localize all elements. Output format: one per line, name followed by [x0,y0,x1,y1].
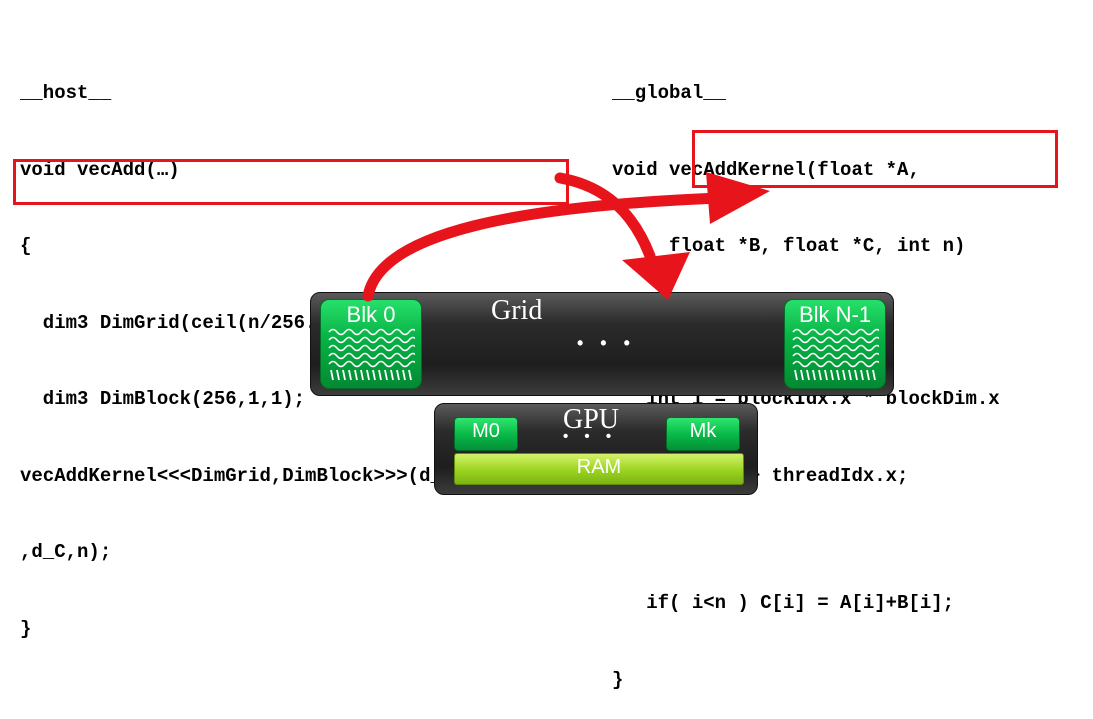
thread-waves-icon [328,328,415,381]
grid-label: Grid [491,295,543,326]
kernel-signature-cont: float *B, float *C, int n) [612,235,966,257]
thread-waves-icon [792,328,879,381]
gpu-ellipsis: • • • [563,428,618,445]
block-n-minus-1: Blk N-1 [784,299,886,389]
gpu-ram: RAM [454,453,744,485]
grid-panel: Grid • • • Blk 0 Blk N-1 [310,292,894,396]
bounds-check-line: if( i<n ) C[i] = A[i]+B[i]; [612,592,955,614]
sm-k-label: Mk [689,420,717,442]
gpu-panel: GPU • • • M0 Mk RAM [434,403,758,495]
kernel-launch-highlight [13,159,569,205]
grid-ellipsis: • • • [577,333,636,353]
kernel-launch-args-line: ,d_C,n); [20,541,112,563]
block-0-label: Blk 0 [346,302,396,327]
kernel-close-brace: } [612,668,624,691]
sm-0: M0 [454,417,518,451]
thread-index-highlight [692,130,1058,188]
kernel-launch-line: vecAddKernel<<<DimGrid,DimBlock>>>(d_A,d… [20,464,499,487]
host-close-brace: } [20,617,32,640]
sm-0-label: M0 [472,420,500,442]
host-function-signature: void vecAdd(…) [20,158,180,181]
gpu-label: GPU [563,404,620,435]
host-open-brace: { [20,235,32,257]
dimblock-line: dim3 DimBlock(256,1,1); [20,388,306,410]
block-0: Blk 0 [320,299,422,389]
global-qualifier: __global__ [612,82,727,104]
ram-label: RAM [576,456,622,478]
sm-k: Mk [666,417,740,451]
block-n-minus-1-label: Blk N-1 [798,302,872,327]
host-qualifier: __host__ [20,82,112,104]
